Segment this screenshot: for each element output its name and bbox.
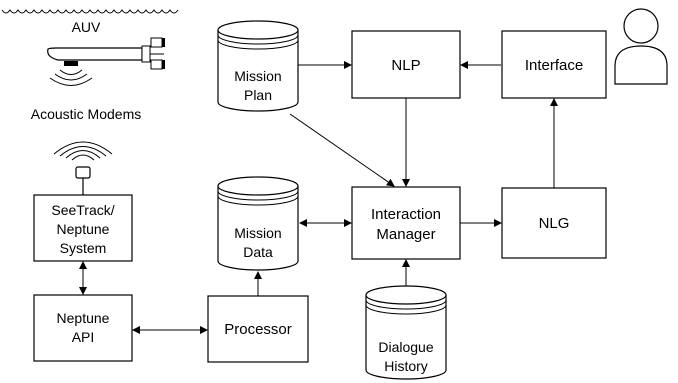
acoustic-modems-label: Acoustic Modems (31, 106, 141, 122)
interaction-manager-line2: Manager (376, 226, 435, 243)
neptune-api-line2: API (72, 329, 95, 345)
dialogue-history-cylinder (365, 285, 447, 380)
interaction-manager-line1: Interaction (371, 206, 441, 223)
user-icon (614, 8, 668, 85)
wave-icon (1, 9, 179, 14)
mission-plan-line1: Mission (234, 68, 281, 84)
interaction-manager-box (351, 186, 461, 260)
seetrack-line2: Neptune (57, 221, 110, 237)
nlp-label: NLP (391, 57, 420, 74)
dialogue-history-line2: History (384, 358, 428, 374)
mission-data-line2: Data (243, 244, 273, 260)
modem-antenna-icon (53, 141, 113, 195)
edge-mission-plan-to-interaction-manager (289, 113, 395, 187)
seetrack-neptune-system-box (33, 194, 133, 262)
seetrack-line3: System (60, 240, 107, 256)
processor-label: Processor (224, 321, 292, 338)
neptune-api-box (33, 294, 133, 362)
interface-box (501, 30, 607, 99)
interface-label: Interface (525, 57, 583, 74)
mission-data-cylinder (217, 176, 299, 271)
auv-label: AUV (72, 19, 101, 35)
auv-icon (47, 37, 165, 70)
mission-data-line1: Mission (234, 225, 281, 241)
neptune-api-line1: Neptune (57, 310, 110, 326)
mission-plan-line2: Plan (244, 87, 272, 103)
dialogue-history-line1: Dialogue (378, 339, 433, 355)
mission-plan-cylinder (217, 20, 299, 112)
seetrack-line1: SeeTrack/ (51, 202, 114, 218)
nlg-label: NLG (539, 215, 570, 232)
signal-waves-icon (49, 69, 93, 86)
nlg-box (501, 187, 607, 259)
